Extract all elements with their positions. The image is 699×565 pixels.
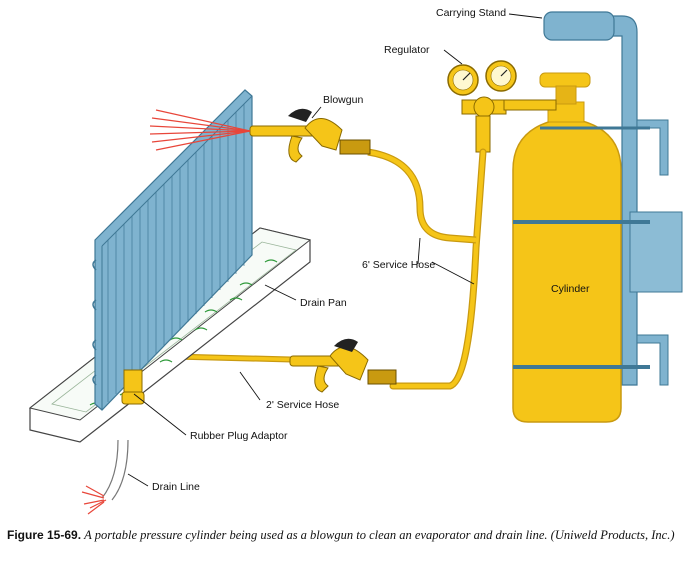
label-carrying-stand: Carrying Stand	[436, 7, 506, 19]
blowgun-upper	[249, 108, 371, 163]
label-service-hose-6ft: 6' Service Hose	[362, 259, 435, 271]
carrying-stand	[543, 11, 683, 386]
regulator	[447, 60, 557, 153]
evaporator-coil	[92, 89, 253, 411]
blowgun-hose	[367, 148, 477, 244]
figure-caption: Figure 15-69. A portable pressure cylind…	[7, 527, 693, 543]
label-regulator: Regulator	[384, 44, 430, 56]
blowgun-lower	[289, 338, 397, 393]
rubber-plug-adaptor	[121, 369, 145, 405]
evaporator-cleaning-diagram: Carrying Stand Regulator Blowgun 6' Serv…	[28, 7, 683, 515]
label-rubber-plug-adaptor: Rubber Plug Adaptor	[190, 430, 288, 442]
drain-line	[101, 439, 129, 501]
label-service-hose-2ft: 2' Service Hose	[266, 399, 339, 411]
blowgun-spray	[149, 109, 251, 151]
caption-text: A portable pressure cylinder being used …	[84, 528, 675, 542]
label-cylinder: Cylinder	[551, 283, 590, 295]
cylinder	[512, 72, 650, 423]
carrying-stand-handle	[543, 11, 615, 41]
label-blowgun: Blowgun	[323, 94, 363, 106]
figure-number: Figure 15-69.	[7, 528, 82, 542]
label-drain-pan: Drain Pan	[300, 297, 347, 309]
drain-line-spray	[81, 485, 107, 515]
label-drain-line: Drain Line	[152, 481, 200, 493]
